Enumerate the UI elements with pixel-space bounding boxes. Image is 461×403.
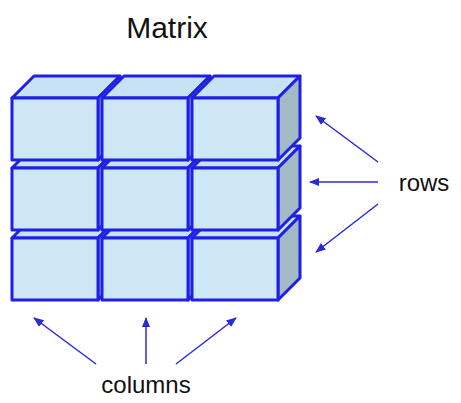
leader-arrow bbox=[145, 318, 147, 364]
rows-label: rows bbox=[399, 170, 450, 196]
columns-label: columns bbox=[101, 372, 190, 398]
leader-arrow bbox=[310, 181, 378, 183]
matrix-cell bbox=[192, 76, 300, 160]
leader-arrow bbox=[176, 318, 236, 364]
diagram-title: Matrix bbox=[126, 11, 208, 44]
leader-arrow bbox=[316, 204, 378, 252]
leader-arrow bbox=[34, 318, 96, 364]
leader-arrow bbox=[316, 116, 378, 162]
